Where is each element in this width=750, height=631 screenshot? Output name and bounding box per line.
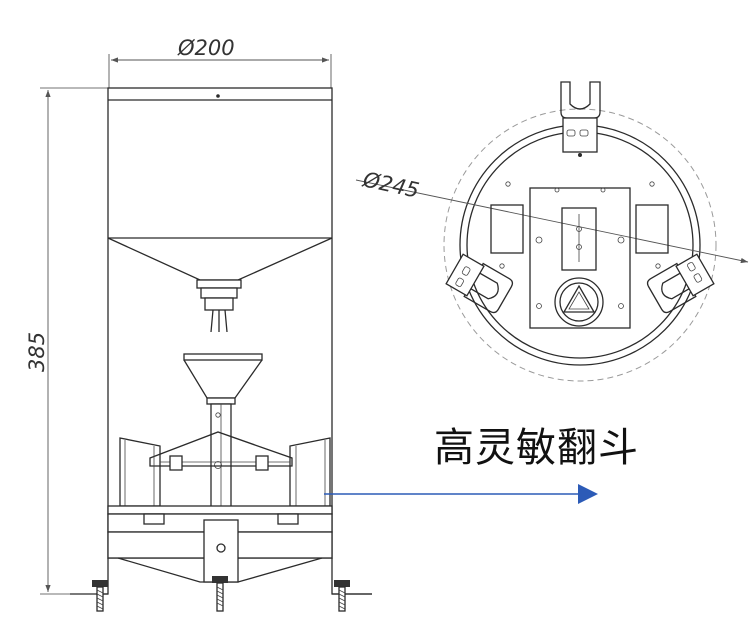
- mount-tab-right: [646, 253, 715, 314]
- tipping-bucket-label: 高灵敏翻斗: [434, 425, 639, 471]
- mount-tab-top: [560, 81, 601, 157]
- drain-outlet: [554, 277, 604, 327]
- inner-funnel: [183, 353, 263, 521]
- side-slot-right: [635, 204, 669, 254]
- front-view: Ø200 385: [25, 36, 372, 612]
- dimension-diameter-200: Ø200: [108, 36, 332, 88]
- dimension-label-200: Ø200: [177, 36, 235, 60]
- base-plate: [107, 505, 333, 583]
- dimension-label-245: Ø245: [360, 167, 421, 202]
- dimension-height-385: 385: [25, 87, 108, 595]
- side-slot-left: [490, 204, 524, 254]
- top-view: Ø245: [355, 81, 749, 382]
- center-plate: [529, 187, 631, 329]
- leveling-feet: [70, 558, 372, 612]
- collector-funnel: [107, 237, 333, 333]
- callout-arrow: [324, 484, 598, 504]
- dimension-label-385: 385: [25, 332, 49, 372]
- mount-tab-left: [445, 253, 514, 314]
